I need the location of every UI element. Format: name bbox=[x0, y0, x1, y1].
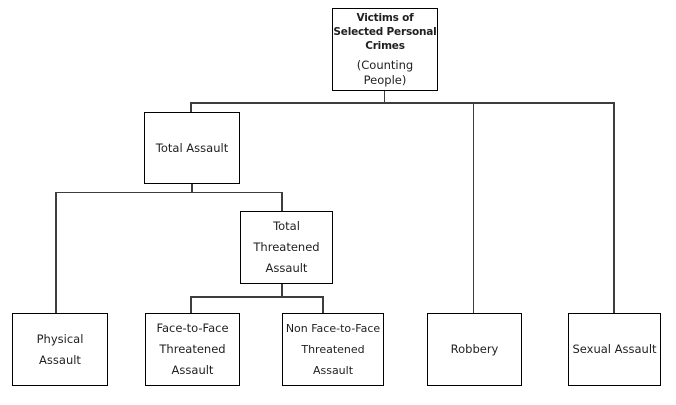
connector-drop-physical-assault bbox=[55, 191, 57, 314]
node-total-threatened-assault: Total Threatened Assault bbox=[240, 211, 333, 284]
root-node-subtitle: (Counting People) bbox=[356, 58, 414, 87]
node-non-face-to-face-threatened-assault: Non Face-to-Face Threatened Assault bbox=[282, 313, 384, 386]
connector-drop-total-threatened bbox=[281, 191, 283, 212]
node-physical-assault: Physical Assault bbox=[12, 313, 108, 386]
connector-root-stem bbox=[383, 90, 385, 103]
node-label: Total Threatened Assault bbox=[253, 219, 320, 275]
connector-drop-face-to-face bbox=[190, 296, 192, 314]
root-node-title: Victims of Selected Personal Crimes bbox=[333, 12, 437, 52]
node-total-assault: Total Assault bbox=[144, 112, 240, 184]
node-label: Robbery bbox=[450, 342, 499, 356]
node-label: Sexual Assault bbox=[572, 342, 657, 356]
connector-drop-non-face-to-face bbox=[322, 296, 324, 314]
connector-level1-rail bbox=[190, 102, 615, 104]
connector-drop-total-assault bbox=[190, 102, 192, 113]
node-face-to-face-threatened-assault: Face-to-Face Threatened Assault bbox=[145, 313, 240, 386]
node-label: Non Face-to-Face Threatened Assault bbox=[285, 322, 381, 377]
connector-drop-sexual-assault bbox=[613, 102, 615, 314]
node-robbery: Robbery bbox=[427, 313, 522, 386]
node-label: Total Assault bbox=[155, 140, 229, 155]
node-victims-of-selected-personal-crimes: Victims of Selected Personal Crimes (Cou… bbox=[332, 8, 438, 91]
node-sexual-assault: Sexual Assault bbox=[568, 313, 661, 386]
connector-total-threatened-stem bbox=[281, 284, 283, 298]
connector-level2-rail bbox=[55, 191, 283, 193]
connector-drop-robbery bbox=[472, 102, 474, 314]
node-label: Face-to-Face Threatened Assault bbox=[156, 321, 229, 377]
connector-total-assault-stem bbox=[191, 183, 193, 193]
node-label: Physical Assault bbox=[36, 331, 84, 367]
connector-level3-rail bbox=[190, 296, 324, 298]
